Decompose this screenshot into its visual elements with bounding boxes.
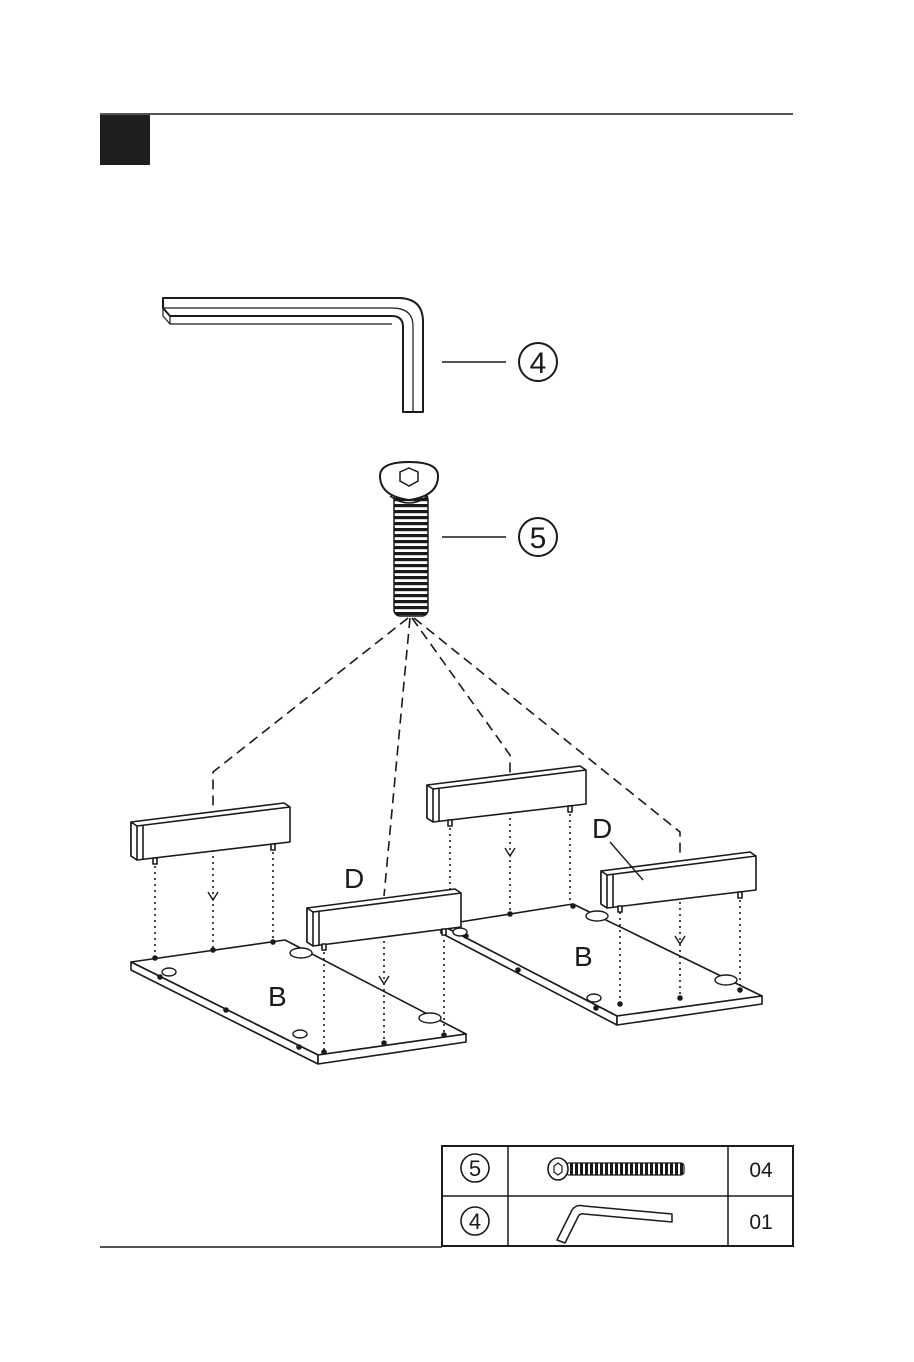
part-quantity: 04 xyxy=(749,1159,773,1182)
parts-table: 5 04 4 01 xyxy=(442,1146,793,1246)
allen-key-drawing xyxy=(163,298,423,412)
allen-key-callout: 4 xyxy=(530,347,547,380)
panel-b-right xyxy=(441,904,762,1025)
rail-d-label-left: D xyxy=(344,863,364,894)
rail-d-4 xyxy=(601,852,756,912)
panel-b-left xyxy=(131,940,466,1064)
part-quantity: 01 xyxy=(749,1211,772,1234)
step-badge xyxy=(100,115,150,165)
rail-d-label-right: D xyxy=(592,813,612,844)
part-number: 5 xyxy=(469,1156,481,1181)
panel-b-right-label: B xyxy=(574,941,593,972)
part-number: 4 xyxy=(469,1209,481,1234)
panel-b-left-label: B xyxy=(268,981,287,1012)
rail-d-3 xyxy=(427,766,586,826)
bolt-drawing xyxy=(380,462,438,616)
bolt-assembly-guides xyxy=(213,618,680,896)
rail-d-1 xyxy=(131,803,290,864)
rail-d-2 xyxy=(307,889,461,950)
bolt-callout: 5 xyxy=(530,522,547,555)
